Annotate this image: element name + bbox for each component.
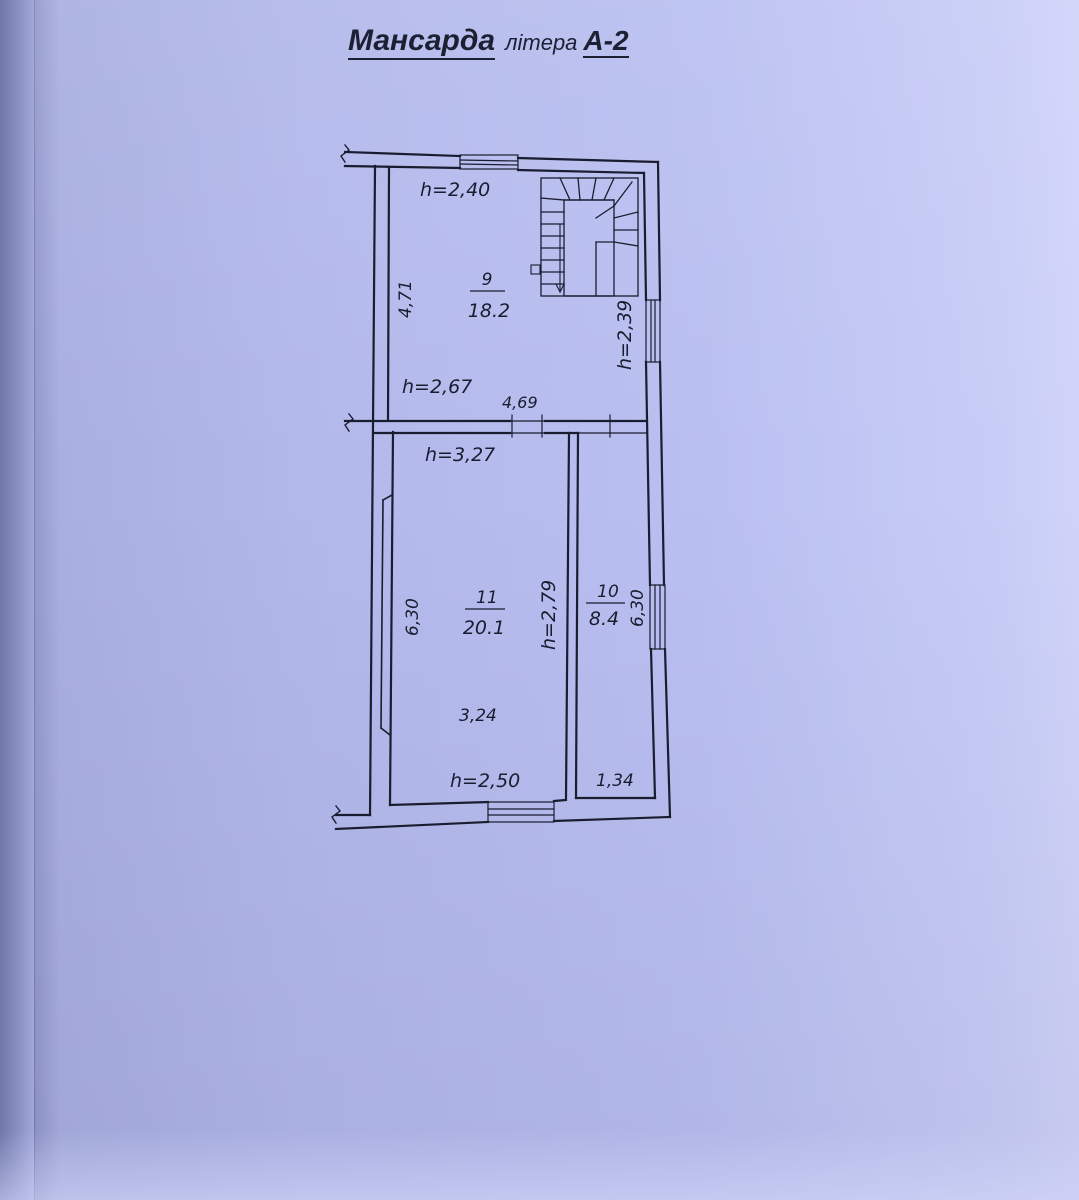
title-letter-code: А-2 — [583, 25, 629, 58]
room-10-area: 8.4 — [589, 608, 619, 630]
room-9-area: 18.2 — [468, 300, 510, 322]
break-marks — [331, 144, 354, 824]
title-letter-word: літера — [505, 30, 578, 55]
window-top — [459, 154, 519, 170]
room9-height-right: h=2,39 — [614, 300, 636, 370]
room9-left-dimension: 4,71 — [396, 280, 416, 318]
outer-bottom-wall-right — [552, 815, 672, 823]
room-11-label: 11 20.1 — [463, 588, 505, 639]
room11-height-top: h=3,27 — [425, 444, 495, 466]
room9-left-wall — [386, 166, 391, 422]
door-room10 — [577, 414, 647, 438]
room11-height-bottom: h=2,50 — [450, 770, 520, 792]
outer-right-wall-lower-inner — [649, 647, 657, 800]
recess-top — [381, 493, 394, 502]
outer-right-wall-mid — [658, 360, 666, 587]
staircase — [530, 177, 639, 297]
outer-left-wall — [368, 164, 377, 817]
outer-right-wall-upper — [656, 160, 662, 302]
walls — [331, 144, 672, 831]
room-10-label: 10 8.4 — [586, 582, 625, 630]
outer-right-wall-lower — [663, 647, 672, 819]
recess-bottom — [379, 726, 392, 737]
room11-height-right: h=2,79 — [538, 580, 560, 650]
outer-top-wall-left — [343, 150, 462, 158]
room-10-number: 10 — [597, 582, 619, 602]
room-9-label: 9 18.2 — [468, 270, 510, 322]
room9-height-top: h=2,40 — [420, 179, 490, 201]
room11-width-dimension: 3,24 — [459, 706, 497, 726]
partition-right — [574, 431, 580, 800]
outer-top-wall-right-inner — [516, 168, 646, 175]
room10-right-dimension: 6,30 — [628, 589, 648, 627]
outer-right-wall-mid-inner — [644, 360, 652, 587]
room10-width-dimension: 1,34 — [596, 771, 634, 791]
window-right-lower — [649, 584, 666, 650]
room9-height-bottom: h=2,67 — [402, 376, 472, 398]
window-bottom — [487, 801, 555, 823]
room-11-area: 20.1 — [463, 617, 505, 639]
room-9-number: 9 — [482, 270, 493, 290]
room11-left-wall — [388, 430, 395, 807]
room-11-number: 11 — [476, 588, 498, 608]
outer-top-wall-right — [516, 156, 660, 164]
room11-bottom-wall-right — [552, 798, 568, 803]
room9-width-dimension: 4,69 — [502, 393, 538, 412]
room11-bottom-wall — [388, 800, 490, 807]
window-right-upper — [645, 299, 661, 363]
door-room11 — [509, 414, 546, 438]
page-binding-edge — [0, 0, 35, 1200]
outer-right-wall-upper-inner — [642, 171, 648, 302]
outer-top-wall-left-inner — [343, 164, 462, 170]
room11-left-dimension: 6,30 — [403, 598, 423, 636]
recess-side — [380, 499, 384, 729]
outer-bottom-wall-left — [334, 820, 490, 831]
partition-left — [564, 431, 571, 800]
title-floor-name: Мансарда — [348, 24, 496, 60]
page-shadow — [0, 1130, 1079, 1200]
